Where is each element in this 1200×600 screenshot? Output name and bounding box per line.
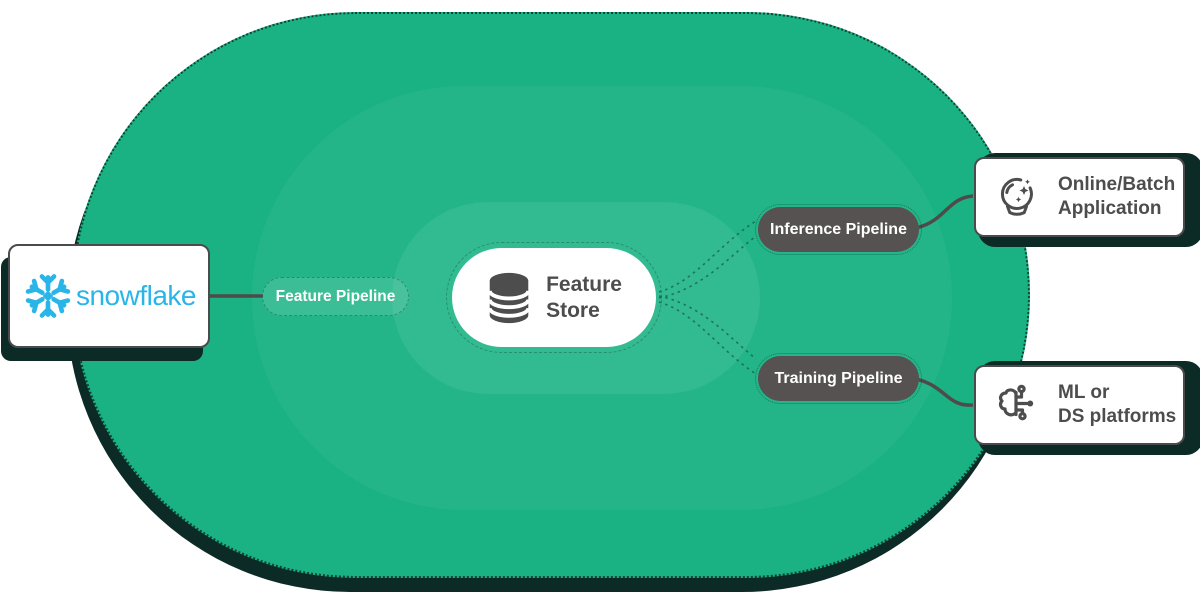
ml-ds-platforms-label: ML or DS platforms (1058, 382, 1177, 427)
snowflake-logo-icon (25, 274, 71, 318)
database-icon (487, 272, 531, 323)
connector-inference-to-application (915, 194, 974, 230)
crystal-ball-icon (1001, 177, 1033, 216)
dashed-link-store-to-inference-b (658, 235, 757, 299)
dashed-link-store-to-training-a (658, 301, 757, 375)
dashed-link-store-to-training-b (658, 295, 757, 360)
online-batch-application-label: Online/Batch Application (1058, 174, 1176, 219)
training-pipeline-label: Training Pipeline (774, 369, 903, 387)
inference-pipeline-pill: Inference Pipeline (755, 204, 922, 255)
feature-pipeline-label: Feature Pipeline (275, 287, 396, 305)
inference-pipeline-label: Inference Pipeline (770, 220, 907, 238)
online-batch-application-card: Online/Batch Application (974, 157, 1185, 237)
snowflake-source-card: snowflake (8, 244, 210, 348)
feature-pipeline-pill: Feature Pipeline (262, 277, 409, 316)
dashed-link-store-to-inference-a (658, 220, 757, 293)
training-pipeline-pill: Training Pipeline (755, 353, 922, 404)
ml-ds-platforms-card: ML or DS platforms (974, 365, 1185, 445)
connector-training-to-platforms (915, 377, 974, 407)
snowflake-wordmark: snowflake (75, 280, 197, 311)
feature-store-node: Feature Store (446, 242, 662, 353)
feature-store-label: Feature Store (546, 272, 622, 322)
brain-circuit-icon (998, 384, 1034, 421)
